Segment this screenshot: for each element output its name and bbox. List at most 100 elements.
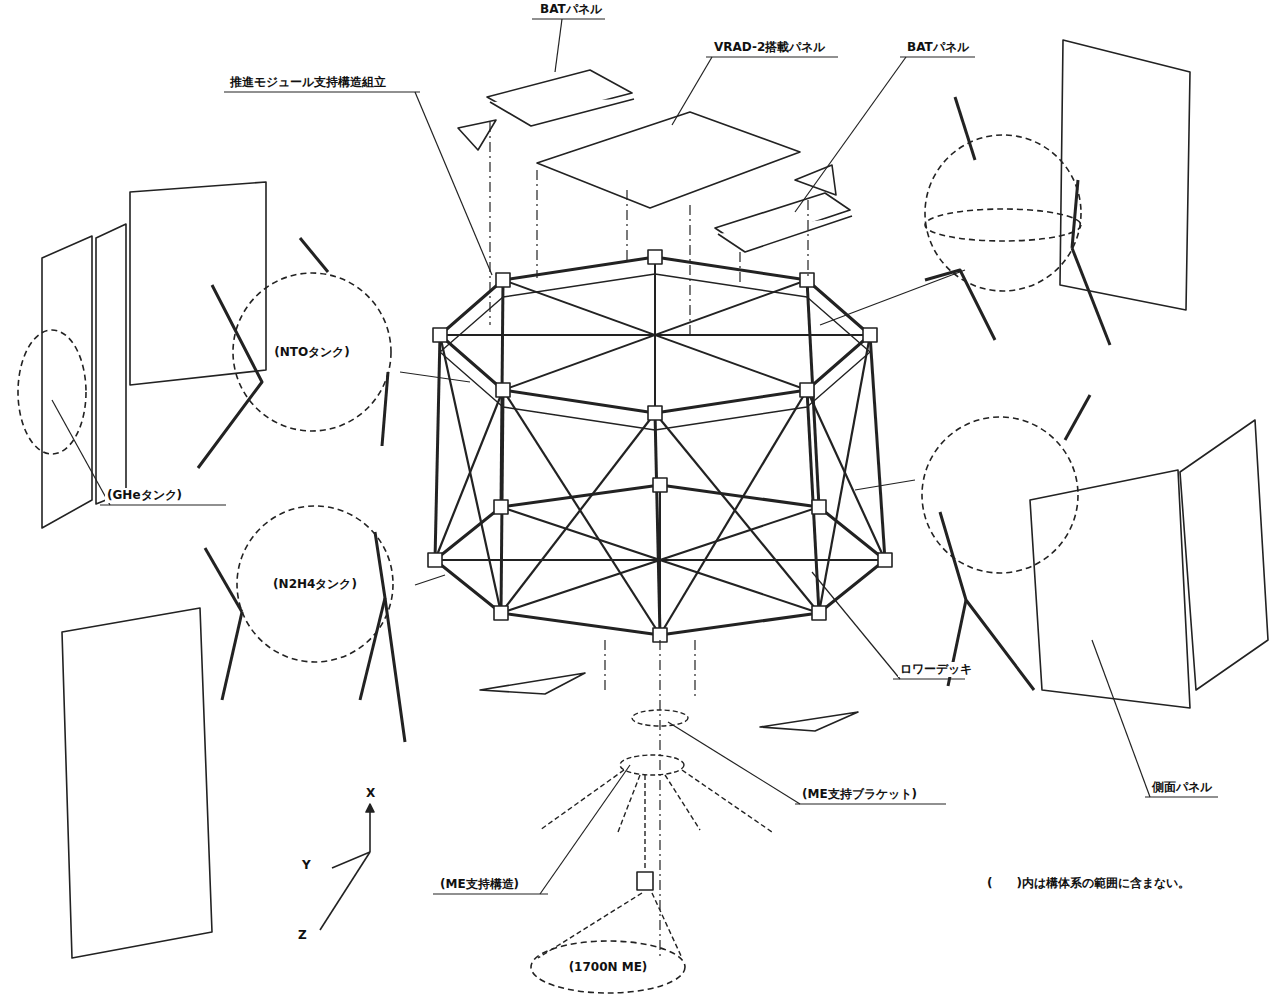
- line-art: [652, 893, 682, 958]
- line-art: [222, 612, 242, 700]
- line-art: [490, 99, 634, 126]
- node-text: (NTOタンク): [272, 345, 351, 360]
- line-art: [855, 480, 915, 490]
- line-art: [694, 640, 695, 700]
- leader-lines: [52, 19, 1218, 894]
- line-art: [626, 190, 627, 262]
- structure-label: (ME支持構造): [438, 877, 521, 892]
- line-art: [440, 257, 870, 413]
- line-art: [503, 280, 807, 390]
- line-art: [655, 413, 660, 635]
- right-side-panels: [922, 40, 1268, 708]
- dashed-outline: [233, 273, 391, 431]
- line-art: [496, 273, 510, 287]
- panel-label: VRAD-2搭載パネル: [712, 40, 827, 55]
- line-art: [435, 390, 503, 560]
- tank-label: (GHeタンク): [105, 488, 184, 503]
- line-art: [400, 372, 470, 382]
- line-art: [489, 122, 490, 325]
- line-art: [863, 328, 877, 342]
- line-art: [1072, 248, 1110, 345]
- line-art: [96, 224, 126, 504]
- line-art: [555, 19, 562, 72]
- line-art: [653, 478, 667, 492]
- tank-leaders: [400, 270, 965, 585]
- line-art: [618, 775, 640, 832]
- line-art: [672, 57, 712, 125]
- line-art: [925, 209, 1081, 241]
- line-art: [893, 678, 965, 679]
- axis-label: X: [364, 786, 377, 801]
- line-art: [360, 598, 385, 700]
- line-art: [807, 390, 885, 560]
- line-art: [433, 893, 548, 894]
- panel-label: 側面パネル: [1150, 780, 1214, 795]
- line-art: [653, 628, 667, 642]
- line-art: [665, 775, 700, 830]
- line-art: [52, 400, 110, 505]
- line-art: [503, 280, 807, 390]
- line-art: [100, 504, 226, 505]
- line-art: [375, 532, 405, 742]
- line-art: [632, 710, 688, 726]
- line-art: [807, 200, 808, 278]
- engine-cone: (1700N ME): [530, 940, 686, 994]
- line-art: [925, 135, 1081, 291]
- line-art: [800, 273, 814, 287]
- tank-outline: (N2H4タンク): [236, 505, 394, 663]
- line-art: [435, 485, 885, 635]
- me-support: [538, 710, 772, 958]
- line-art: [494, 606, 508, 620]
- line-art: [870, 335, 885, 560]
- tank-outline: (NTOタンク): [232, 272, 392, 432]
- line-art: [536, 170, 537, 278]
- line-art: [501, 413, 655, 613]
- line-art: [205, 548, 242, 612]
- line-art: [760, 712, 858, 731]
- axis-triad: [320, 804, 374, 930]
- axis-label: Z: [296, 928, 309, 943]
- line-art: [1092, 640, 1150, 797]
- line-art: [42, 236, 92, 528]
- line-art: [415, 92, 492, 275]
- line-art: [537, 112, 800, 208]
- line-art: [494, 500, 508, 514]
- line-art: [1180, 420, 1268, 690]
- line-art: [501, 507, 819, 613]
- line-art: [795, 803, 946, 804]
- left-side-panels: [18, 182, 266, 958]
- bracket-label: (ME支持ブラケット): [800, 787, 919, 802]
- line-art: [706, 56, 838, 57]
- line-art: [739, 252, 740, 282]
- line-art: [668, 722, 800, 804]
- assembly-label: 推進モジュール支持構造組立: [228, 75, 388, 90]
- line-art: [130, 182, 266, 385]
- line-art: [718, 216, 852, 252]
- line-art: [1060, 40, 1190, 310]
- line-art: [435, 335, 440, 560]
- line-art: [532, 18, 605, 19]
- line-art: [604, 640, 605, 690]
- line-art: [62, 608, 212, 958]
- line-art: [480, 673, 585, 694]
- axis-label: Y: [300, 858, 313, 873]
- me-engine: [637, 872, 653, 890]
- node-text: (N2H4タンク): [271, 577, 359, 592]
- line-art: [955, 97, 975, 160]
- line-art: [925, 270, 995, 340]
- line-art: [648, 250, 662, 264]
- line-art: [644, 775, 645, 870]
- line-art: [795, 165, 836, 195]
- dashed-outline: [237, 506, 393, 662]
- node-text: (1700N ME): [567, 960, 650, 975]
- line-art: [503, 390, 660, 635]
- line-art: [812, 500, 826, 514]
- line-art: [501, 507, 819, 613]
- line-art: [689, 205, 690, 335]
- line-art: [366, 804, 374, 812]
- line-art: [540, 765, 630, 894]
- note-text: ( )内は構体系の範囲に含まない。: [985, 876, 1192, 891]
- line-art: [655, 413, 819, 613]
- line-art: [1030, 470, 1190, 708]
